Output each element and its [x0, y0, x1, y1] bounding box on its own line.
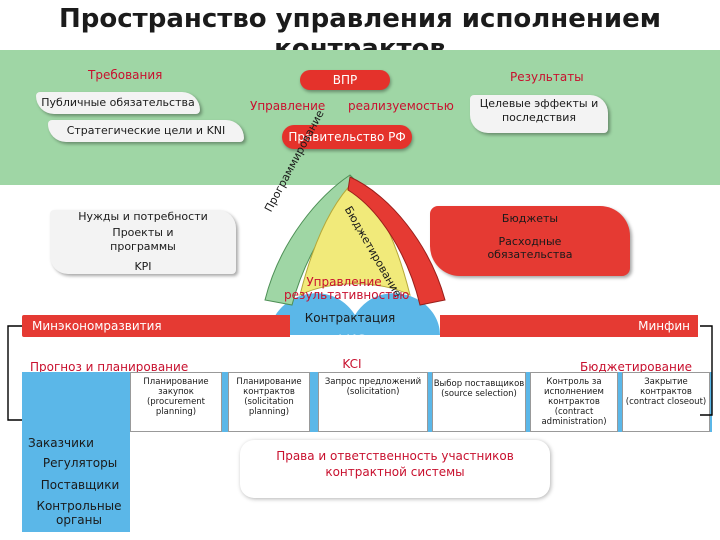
column-6-label: Закрытие контрактов (contract closeout): [625, 377, 707, 407]
column-1-label: Планирование закупок (procurement planni…: [143, 377, 209, 417]
column-4-label: Выбор поставщиков (source selection): [433, 379, 525, 399]
public-obligations-card: Публичные обязательства: [36, 92, 200, 114]
ksi-label: KCI: [342, 357, 362, 371]
kpi-label: KPI: [134, 260, 152, 273]
budgets-label: Бюджеты: [501, 212, 559, 225]
page-title: Пространство управления исполнением конт…: [59, 4, 661, 64]
government-pill: Правительство РФ: [282, 125, 412, 149]
column-2-label: Планирование контрактов (solicitation pl…: [236, 377, 302, 417]
contracting-label: Контрактация: [304, 311, 396, 325]
results-label: Результаты: [510, 70, 584, 84]
column-5-label: Контроль за исполнением контрактов (cont…: [541, 377, 607, 427]
column-3-label: Запрос предложений (solicitation): [324, 377, 422, 397]
forecast-label: Прогноз и планирование: [30, 360, 189, 374]
column-3: Запрос предложений (solicitation): [318, 372, 428, 432]
participants-panel: [22, 432, 130, 532]
participant-customers: Заказчики: [28, 436, 94, 450]
performance-management-label: Управление результативностью: [284, 275, 410, 302]
ministry-economy-bar: Минэкономразвития: [22, 315, 290, 337]
fks-dome: [270, 293, 440, 335]
responsibility-card: Права и ответственность участников контр…: [240, 440, 550, 498]
column-4: Выбор поставщиков (source selection): [432, 372, 526, 432]
realizability-label: реализуемостью: [348, 99, 454, 113]
needs-label: Нужды и потребности: [78, 210, 208, 223]
participant-regulators: Регуляторы: [42, 456, 118, 470]
participant-suppliers: Поставщики: [40, 478, 120, 492]
left-bracket: [7, 325, 22, 421]
column-2: Планирование контрактов (solicitation pl…: [228, 372, 310, 432]
fks-label: ФКС: [334, 333, 366, 349]
arc-diagram: [264, 174, 446, 335]
ministry-finance-bar: Минфин: [440, 315, 698, 337]
strategic-goals-card: Стратегические цели и KNI: [48, 120, 244, 142]
management-label: Управление: [250, 99, 326, 113]
requirements-label: Требования: [88, 68, 163, 82]
right-bracket: [700, 325, 713, 416]
expenditure-label: Расходные обязательства: [487, 235, 573, 261]
column-6: Закрытие контрактов (contract closeout): [622, 372, 710, 432]
target-effects-card: Целевые эффекты и последствия: [470, 95, 608, 133]
vpr-pill: ВПР: [300, 70, 390, 90]
column-5: Контроль за исполнением контрактов (cont…: [530, 372, 618, 432]
projects-label: Проекты и программы: [110, 226, 176, 253]
budgets-card: Бюджеты Расходные обязательства: [430, 206, 630, 276]
column-1: Планирование закупок (procurement planni…: [130, 372, 222, 432]
participant-control: Контрольные органы: [36, 499, 122, 527]
needs-card: Нужды и потребности Проекты и программы …: [50, 210, 236, 274]
budgeting-arc: [347, 176, 446, 306]
budgeting-label: Бюджетирование: [580, 360, 693, 374]
